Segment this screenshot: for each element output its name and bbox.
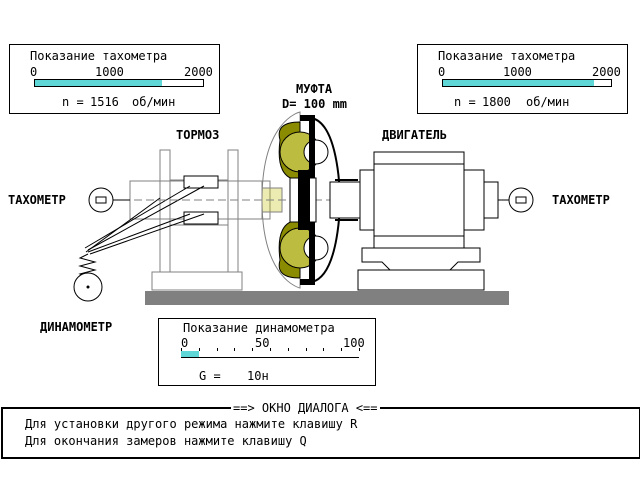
tachometer-right-fill: [443, 80, 595, 86]
dynamometer-fill: [181, 351, 199, 357]
coupling-label: МУФТА: [296, 82, 333, 96]
tachometer-right-title: Показание тахометра: [438, 49, 576, 63]
dynamometer-spring: [78, 253, 97, 278]
tachometer-left-panel: Показание тахометра 0 1000 2000 n = 1516…: [9, 44, 220, 114]
tachometer-left-scale-1: 1000: [95, 65, 124, 79]
engine-label: ДВИГАТЕЛЬ: [382, 128, 448, 142]
dynamometer-tick: [323, 348, 325, 351]
tachometer-right-prefix: n =: [454, 95, 476, 109]
dynamometer-tick: [287, 348, 289, 351]
engine-body: [357, 151, 499, 291]
dynamometer-label: ДИНАМОМЕТР: [40, 320, 113, 334]
tachometer-left-scale-2: 2000: [184, 65, 213, 79]
dynamometer-tick: [270, 348, 271, 351]
dialog-window: ==> ОКНО ДИАЛОГА <== Для установки друго…: [1, 401, 640, 459]
tachometer-left-bar: [34, 79, 204, 87]
tachometer-right-label: ТАХОМЕТР: [552, 193, 610, 207]
dynamometer-title: Показание динамометра: [183, 321, 335, 335]
dynamometer-tick: [216, 348, 218, 351]
dynamometer-tick: [359, 348, 360, 351]
brake-levers: [84, 185, 205, 255]
tachometer-right-bar: [442, 79, 612, 87]
tachometer-left-unit: об/мин: [132, 95, 176, 109]
tachometer-left-scale-0: 0: [30, 65, 38, 79]
dynamometer-value: 10н: [247, 369, 269, 383]
tachometer-right-scale-0: 0: [438, 65, 446, 79]
dialog-title: ==> ОКНО ДИАЛОГА <==: [231, 401, 380, 415]
dynamometer-prefix: G =: [199, 369, 221, 383]
tachometer-right-unit: об/мин: [526, 95, 570, 109]
tachometer-left-title: Показание тахометра: [30, 49, 168, 63]
dynamometer-tick: [198, 348, 200, 351]
dynamometer-scale-2: 100: [343, 336, 365, 350]
tachometer-right-scale-1: 1000: [503, 65, 532, 79]
dynamometer-panel: Показание динамометра 0 50 100 G = 10н: [158, 318, 376, 386]
dynamometer-tick: [181, 348, 182, 351]
coupling-assembly: [261, 111, 342, 289]
dialog-line-quit: Для окончания замеров нажмите клавишу Q: [25, 434, 307, 448]
dynamometer-tick: [234, 348, 236, 351]
dynamometer-tick: [305, 348, 307, 351]
dynamometer-tick: [341, 348, 343, 351]
dynamometer-bar: [181, 348, 360, 358]
coupling-diameter-label: D= 100 mm: [282, 97, 348, 111]
dynamometer-scale-0: 0: [181, 336, 189, 350]
tachometer-right-panel: Показание тахометра 0 1000 2000 n = 1800…: [417, 44, 628, 114]
base-plate: [145, 291, 509, 305]
motor-shaft: [329, 181, 361, 219]
dynamometer-tick: [252, 348, 254, 351]
brake-label: ТОРМОЗ: [176, 128, 220, 142]
dynamometer-scale-1: 50: [255, 336, 270, 350]
tachometer-left-prefix: n =: [62, 95, 84, 109]
tachometer-right-scale-2: 2000: [592, 65, 621, 79]
dialog-line-restart: Для установки другого режима нажмите кла…: [25, 417, 358, 431]
tachometer-left-label: ТАХОМЕТР: [8, 193, 66, 207]
tachometer-right-value: 1800: [482, 95, 511, 109]
tachometer-left-fill: [35, 80, 163, 86]
tachometer-left-value: 1516: [90, 95, 119, 109]
brake-shoe-bottom: [183, 211, 219, 225]
